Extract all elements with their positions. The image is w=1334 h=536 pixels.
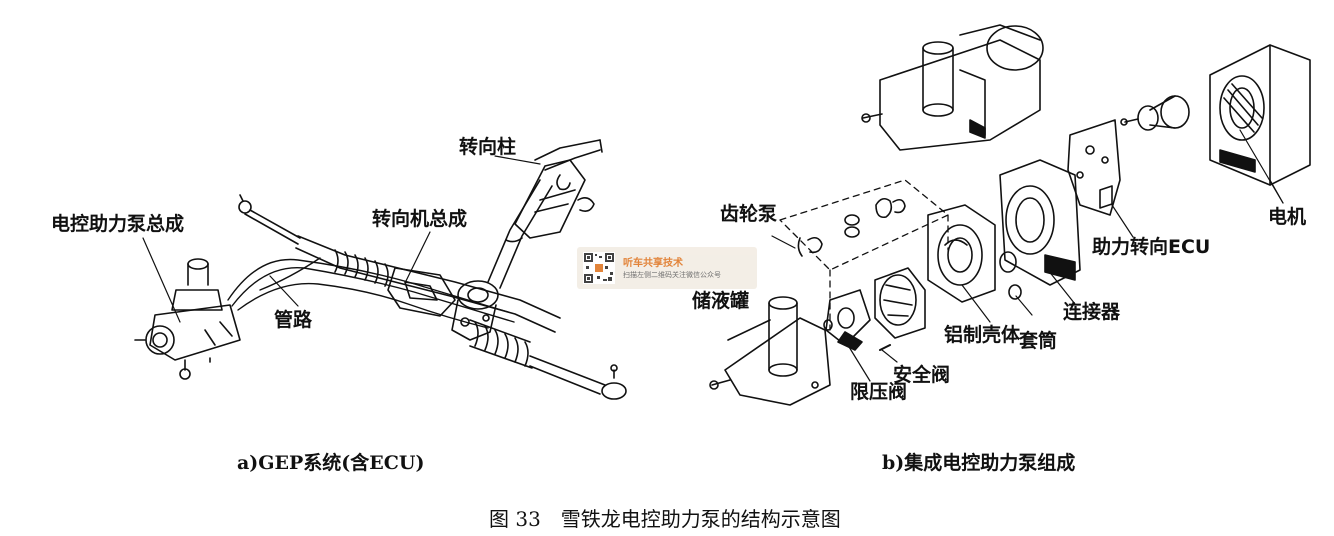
label-steering-column: 转向柱 <box>459 136 517 158</box>
steering-column <box>487 139 603 289</box>
connector-housing <box>999 159 1081 286</box>
watermark-subtitle: 扫描左侧二维码关注微信公众号 <box>623 271 721 279</box>
label-pressure-limit-valve: 限压阀 <box>850 381 908 403</box>
reservoir-part <box>709 296 831 406</box>
pinion-valve <box>451 280 499 341</box>
label-steering-gear: 转向机总成 <box>372 208 468 230</box>
label-piping: 管路 <box>274 309 313 331</box>
caption-right: b)集成电控助力泵组成 <box>882 452 1076 474</box>
watermark-title: 听车共享技术 <box>623 258 683 269</box>
motor-rotor <box>1120 95 1190 131</box>
aluminum-housing <box>927 204 1017 303</box>
steering-rack <box>295 235 561 369</box>
watermark-badge: 听车共享技术 扫描左侧二维码关注微信公众号 <box>577 247 757 289</box>
gear-pump-dashed-frame <box>779 179 949 331</box>
gear-pump-small-parts <box>797 197 906 257</box>
pump-assembly <box>134 258 241 380</box>
label-reservoir: 储液罐 <box>692 290 750 312</box>
label-gear-pump: 齿轮泵 <box>720 203 778 225</box>
label-pump-assembly: 电控助力泵总成 <box>51 213 185 235</box>
figure-title: 图 33 雪铁龙电控助力泵的结构示意图 <box>489 507 841 531</box>
assembled-pump-top <box>861 24 1044 151</box>
label-motor: 电机 <box>1268 206 1307 228</box>
label-aluminum-housing: 铝制壳体 <box>944 324 1021 346</box>
safety-valve-part <box>879 344 891 351</box>
motor <box>1209 44 1311 186</box>
right-leader-lines <box>771 129 1284 382</box>
qr-code-icon <box>583 252 615 284</box>
gear-pump-part <box>874 267 926 339</box>
label-sleeve: 套筒 <box>1019 330 1058 352</box>
right-tie-rod <box>529 355 627 400</box>
caption-left: a)GEP系统(含ECU) <box>237 452 425 474</box>
hydraulic-pipes <box>227 257 515 329</box>
sleeve-part <box>1008 284 1022 300</box>
pressure-limit-valve-part <box>823 289 871 351</box>
left-tie-rod <box>238 194 301 245</box>
label-power-steering-ecu: 助力转向ECU <box>1092 236 1211 258</box>
left-leader-lines <box>142 155 541 323</box>
power-steering-ecu-part <box>1067 119 1121 216</box>
label-safety-valve: 安全阀 <box>893 364 951 386</box>
label-connector: 连接器 <box>1063 301 1121 323</box>
